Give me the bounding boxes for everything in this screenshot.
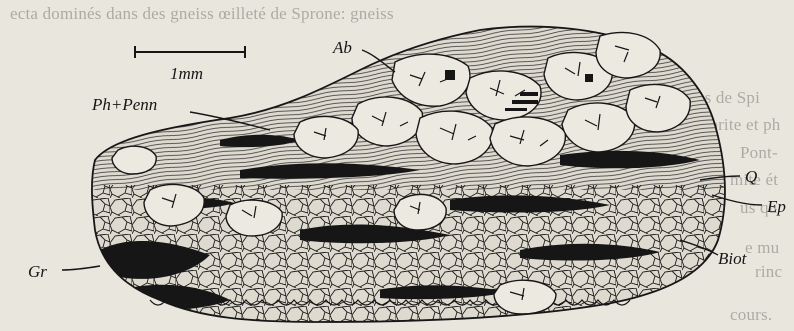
label-ph-penn: Ph+Penn bbox=[91, 95, 157, 114]
label-ep: Ep bbox=[766, 197, 786, 216]
scale-bar-label: 1mm bbox=[170, 64, 203, 83]
label-biot: Biot bbox=[718, 249, 748, 268]
label-gr: Gr bbox=[28, 262, 47, 281]
scale-bar bbox=[135, 46, 245, 58]
label-q: Q bbox=[745, 167, 757, 186]
label-ab: Ab bbox=[332, 38, 352, 57]
